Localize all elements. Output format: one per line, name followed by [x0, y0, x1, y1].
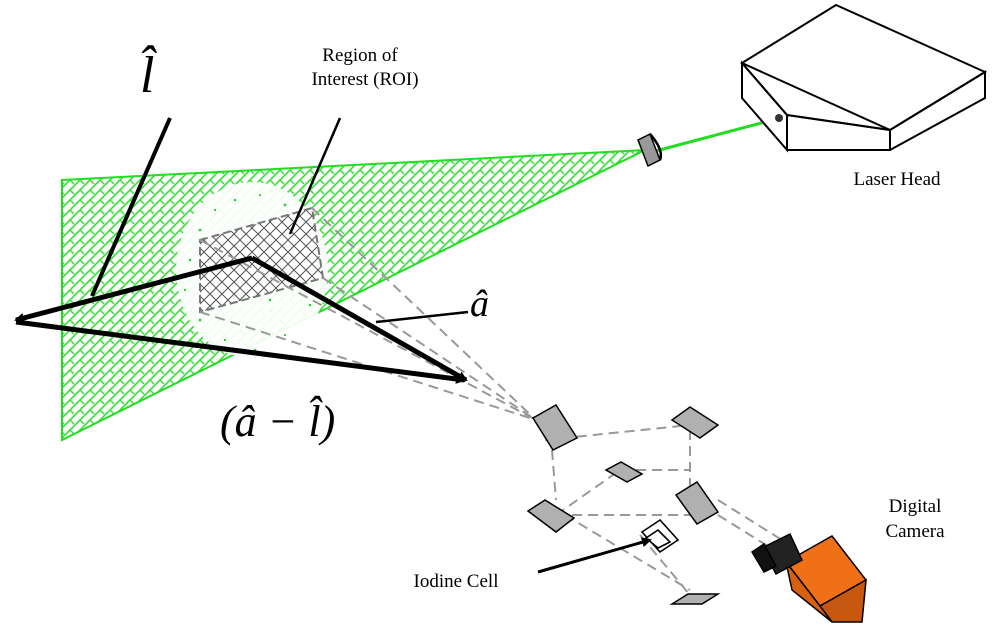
iodine-cell	[640, 518, 680, 554]
roi-label-line2: Interest (ROI)	[311, 69, 419, 90]
mirror-3	[604, 461, 644, 483]
vector-a-hat-label: â	[470, 283, 489, 325]
mirror-4	[670, 406, 720, 439]
vector-l-hat	[14, 255, 253, 323]
roi-label-line1: Region of	[322, 45, 398, 66]
mirror-2	[526, 499, 576, 533]
vector-l-hat-label: l̂	[140, 47, 155, 104]
mirrors	[526, 403, 721, 605]
laser-head-label: Laser Head	[853, 169, 941, 190]
sheet-optic-lens	[649, 133, 663, 161]
vector-a-hat	[250, 255, 468, 383]
laser-head	[739, 3, 988, 153]
sheet-optic	[637, 132, 661, 168]
a-hat-pointer	[375, 310, 469, 324]
camera-label-line2: Camera	[885, 521, 945, 542]
mirror-1	[531, 403, 579, 451]
laser-beam	[651, 116, 781, 154]
mirror-6	[669, 593, 721, 605]
iodine-cell-pointer	[537, 537, 652, 574]
vector-l-hat-pointer	[90, 117, 172, 297]
mirror-5	[674, 480, 720, 525]
vector-difference	[15, 319, 466, 384]
laser-aperture	[775, 114, 783, 122]
vector-arrows	[14, 117, 469, 384]
roi-pointer	[288, 117, 342, 235]
laser-sheet	[61, 149, 646, 442]
digital-camera	[750, 532, 868, 623]
camera-label-line1: Digital	[888, 496, 942, 517]
iodine-cell-label: Iodine Cell	[413, 571, 499, 592]
vector-difference-label: (â − l̂)	[220, 397, 336, 446]
